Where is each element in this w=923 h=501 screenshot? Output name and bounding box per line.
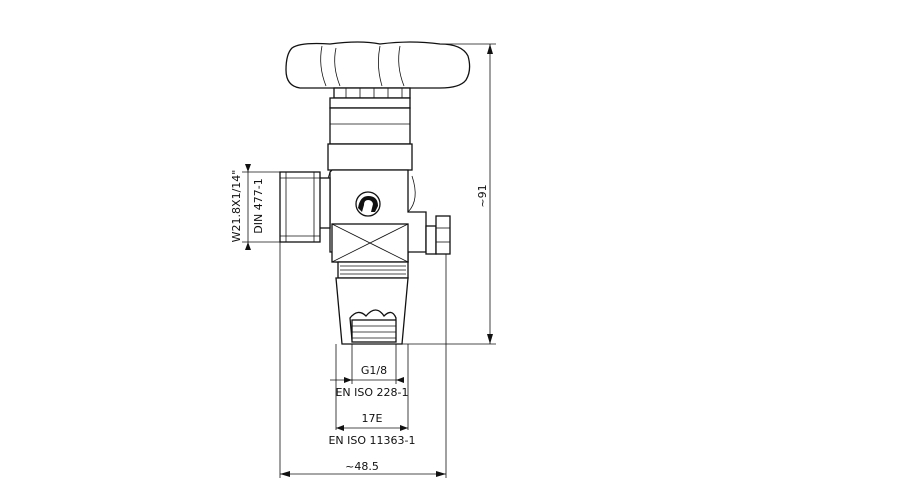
bottom-inlet — [335, 261, 409, 345]
handwheel — [285, 41, 471, 99]
valve-body — [324, 169, 427, 263]
side-thread-dimension — [242, 164, 280, 250]
width-label: ~48.5 — [345, 460, 379, 473]
manufacturer-logo — [355, 191, 381, 217]
inner-thread-dimension — [330, 377, 404, 383]
outer-thread-label: 17E — [362, 412, 383, 425]
inner-thread-standard-label: EN ISO 228-1 — [335, 386, 408, 399]
side-thread-label: W21.8X1/14" — [230, 170, 243, 243]
outer-thread-standard-label: EN ISO 11363-1 — [328, 434, 415, 447]
outer-thread-dimension — [336, 425, 408, 431]
valve-bonnet — [327, 97, 413, 171]
side-standard-label: DIN 477-1 — [252, 178, 265, 233]
height-label: ~91 — [476, 184, 489, 207]
width-dimension — [280, 471, 446, 477]
inner-thread-label: G1/8 — [361, 364, 387, 377]
side-outlet — [279, 171, 331, 243]
safety-device-nut — [425, 215, 451, 255]
